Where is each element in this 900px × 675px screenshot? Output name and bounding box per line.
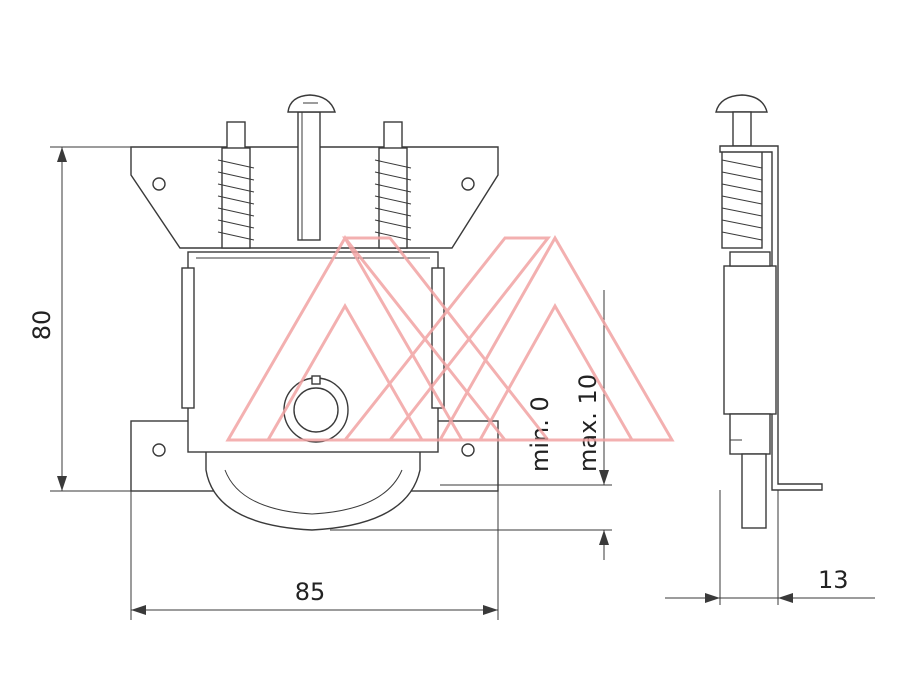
dim-side-label: 13 [818, 566, 849, 594]
side-wheel [741, 453, 767, 529]
housing-flange-left [181, 267, 195, 409]
arrow-left-icon [131, 605, 146, 615]
side-arrow-left-icon [778, 593, 793, 603]
adjust-arrow-up-icon [599, 530, 609, 545]
axle-inner-icon [293, 387, 339, 433]
adjusting-screw-icon [287, 94, 336, 241]
wheel [205, 429, 421, 531]
housing-flange-right [431, 267, 445, 409]
dimension-lines [50, 146, 875, 620]
side-view [715, 94, 823, 529]
base-hole-right-icon [461, 443, 475, 457]
spring-right-icon [374, 121, 412, 249]
arrow-up-icon [57, 147, 67, 162]
dim-min-label: min. 0 [526, 396, 554, 472]
dim-height-label: 80 [28, 310, 56, 341]
arrow-down-icon [57, 476, 67, 491]
side-arrow-right-icon [705, 593, 720, 603]
side-body [723, 265, 777, 415]
dim-width-label: 85 [295, 578, 326, 606]
plate-hole-left-icon [152, 177, 166, 191]
plate-hole-right-icon [461, 177, 475, 191]
base-hole-left-icon [152, 443, 166, 457]
dim-max-label: max. 10 [574, 374, 602, 472]
side-bracket [719, 145, 823, 491]
arrow-right-icon [483, 605, 498, 615]
mx-logo-watermark-icon [225, 234, 675, 442]
spring-left-icon [217, 121, 255, 249]
front-view [130, 94, 499, 531]
side-screw-head-icon [715, 94, 768, 113]
adjust-arrow-down-icon [599, 470, 609, 485]
